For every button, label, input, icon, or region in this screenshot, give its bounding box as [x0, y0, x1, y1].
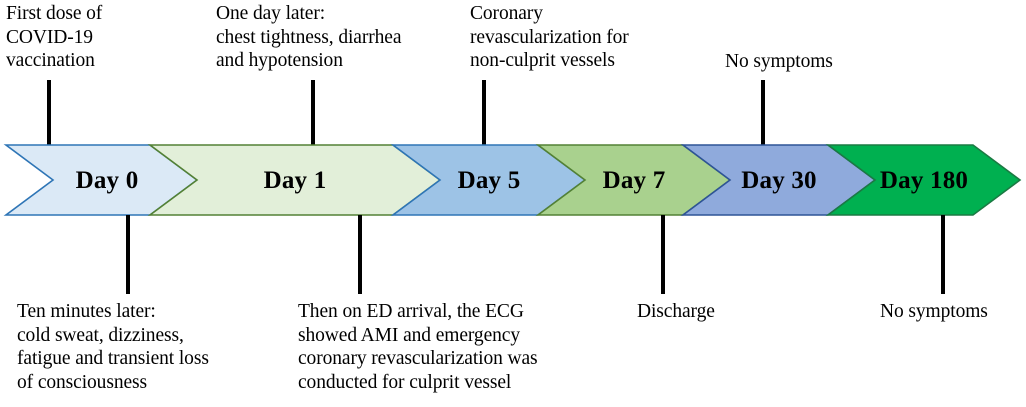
segment-label-day-1: Day 1 — [263, 167, 327, 194]
annotation-no-symptoms-day180: No symptoms — [880, 301, 988, 322]
annotation-ten-minutes-later: Ten minutes later: cold sweat, dizziness… — [17, 301, 209, 393]
tick-line-ed-arrival-ecg — [358, 215, 362, 294]
annotation-one-day-later: One day later: chest tightness, diarrhea… — [216, 3, 402, 71]
segment-label-day-0: Day 0 — [75, 167, 139, 194]
tick-line-one-day-later — [311, 80, 315, 146]
tick-line-no-symptoms-day180 — [941, 215, 945, 294]
tick-line-coronary-revascularization — [482, 80, 486, 146]
tick-line-discharge — [661, 215, 665, 294]
tick-line-ten-minutes-later — [126, 215, 130, 294]
segment-label-day-7: Day 7 — [602, 167, 666, 194]
annotation-coronary-revascularization: Coronary revascularization for non-culpr… — [470, 3, 629, 71]
segment-label-day-5: Day 5 — [457, 167, 521, 194]
annotation-no-symptoms-day30: No symptoms — [725, 51, 833, 72]
segment-label-day-180: Day 180 — [879, 167, 969, 194]
annotation-discharge: Discharge — [637, 301, 715, 322]
segment-label-day-30: Day 30 — [741, 167, 817, 194]
annotation-first-dose: First dose of COVID-19 vaccination — [6, 3, 103, 71]
annotation-ed-arrival-ecg: Then on ED arrival, the ECG showed AMI a… — [298, 301, 538, 393]
tick-line-no-symptoms-day30 — [761, 80, 765, 146]
tick-line-first-dose — [47, 80, 51, 146]
